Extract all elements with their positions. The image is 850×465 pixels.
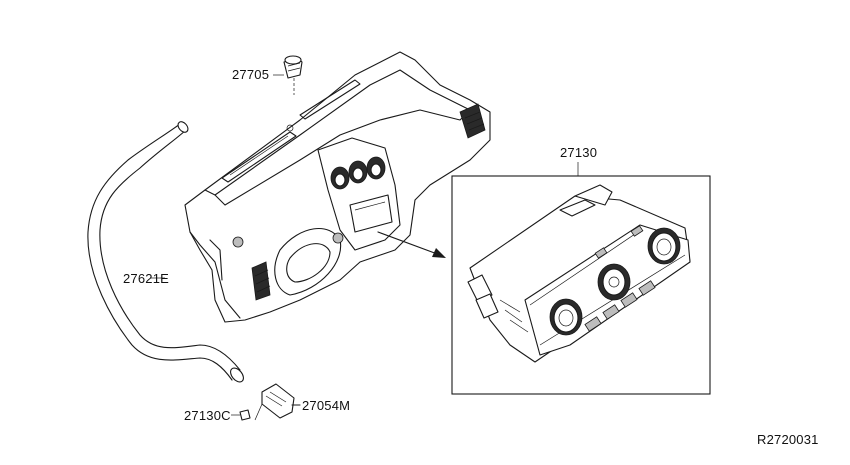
diagram-reference: R2720031 xyxy=(757,432,819,447)
sensor-part xyxy=(231,383,301,421)
aspirator-part xyxy=(273,55,303,95)
label-27054m: 27054M xyxy=(302,398,351,413)
label-27130: 27130 xyxy=(560,145,598,160)
label-27130c: 27130C xyxy=(184,408,231,423)
instrument-panel xyxy=(184,51,491,323)
aspirator-hose xyxy=(87,121,244,383)
callout-arrow xyxy=(377,231,446,258)
control-unit-detail-box xyxy=(451,162,711,395)
label-27705: 27705 xyxy=(232,67,270,82)
label-27621e: 27621E xyxy=(123,271,170,286)
